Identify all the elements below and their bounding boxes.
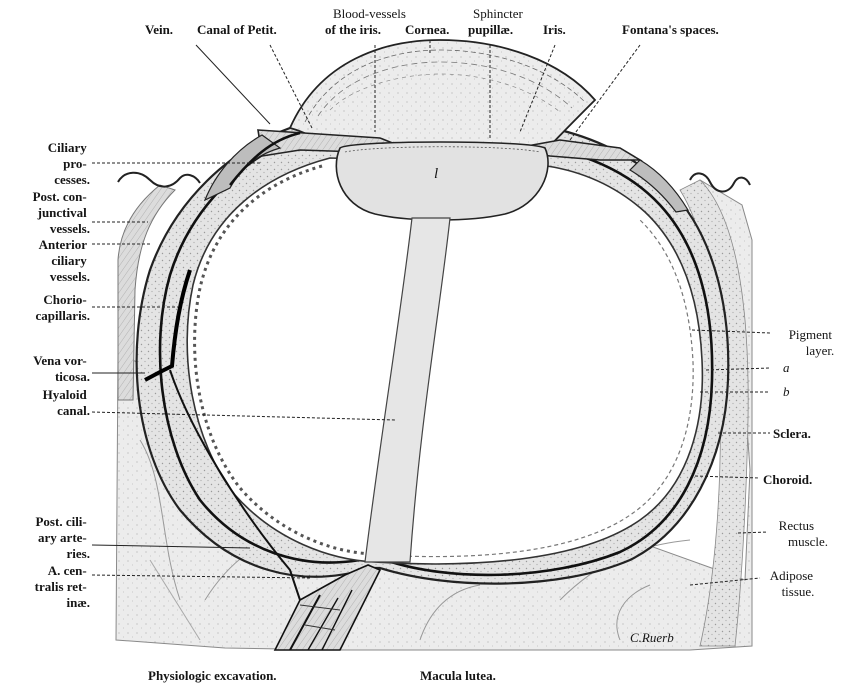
label-ciliary-processes: Ciliary pro- cesses. — [48, 140, 90, 187]
right-labels: Pigment layer. a b Sclera. Choroid. Rect… — [763, 327, 835, 599]
label-macula-lutea: Macula lutea. — [420, 668, 496, 683]
label-sclera: Sclera. — [773, 426, 811, 441]
label-vena-vorticosa: Vena vor- ticosa. — [33, 353, 90, 384]
lens-letter: l — [434, 166, 438, 182]
label-iris: Iris. — [543, 22, 566, 37]
label-choriocapillaris: Chorio- capillaris. — [35, 292, 90, 323]
label-a: a — [783, 360, 790, 375]
label-cornea: Cornea. — [405, 22, 449, 37]
lens — [336, 142, 548, 220]
bottom-labels: Physiologic excavation. Macula lutea. — [148, 668, 496, 683]
cornea — [290, 40, 595, 148]
label-sphincter-1: Sphincter — [473, 6, 523, 21]
label-rectus-muscle: Rectus muscle. — [779, 518, 828, 549]
left-labels: Ciliary pro- cesses. Post. con- junctiva… — [33, 140, 90, 610]
label-sphincter-2: pupillæ. — [468, 22, 513, 37]
label-blood-vessels-1: Blood-vessels — [333, 6, 406, 21]
label-post-conjunctival-vessels: Post. con- junctival vessels. — [33, 189, 90, 236]
label-post-ciliary-arteries: Post. cili- ary arte- ries. — [35, 514, 90, 561]
label-a-centralis-retinae: A. cen- tralis ret- inæ. — [35, 563, 90, 610]
engraver-signature: C.Ruerb — [630, 630, 674, 645]
label-b: b — [783, 384, 790, 399]
label-physiologic-excavation: Physiologic excavation. — [148, 668, 277, 683]
top-labels: Vein. Canal of Petit. Blood-vessels of t… — [145, 6, 719, 37]
left-conjunctival-fold — [118, 173, 200, 187]
cornea-group — [290, 40, 595, 148]
label-pigment-layer: Pigment layer. — [789, 327, 836, 358]
leader-vein — [196, 45, 270, 124]
label-anterior-ciliary-vessels: Anterior ciliary vessels. — [39, 237, 90, 284]
label-choroid: Choroid. — [763, 472, 812, 487]
label-adipose-tissue: Adipose tissue. — [770, 568, 817, 599]
label-vein: Vein. — [145, 22, 173, 37]
lens-group: l — [336, 142, 548, 220]
label-canal-of-petit: Canal of Petit. — [197, 22, 277, 37]
label-fontanas-spaces: Fontana's spaces. — [622, 22, 719, 37]
label-hyaloid-canal: Hyaloid canal. — [43, 387, 90, 418]
label-blood-vessels-2: of the iris. — [325, 22, 381, 37]
